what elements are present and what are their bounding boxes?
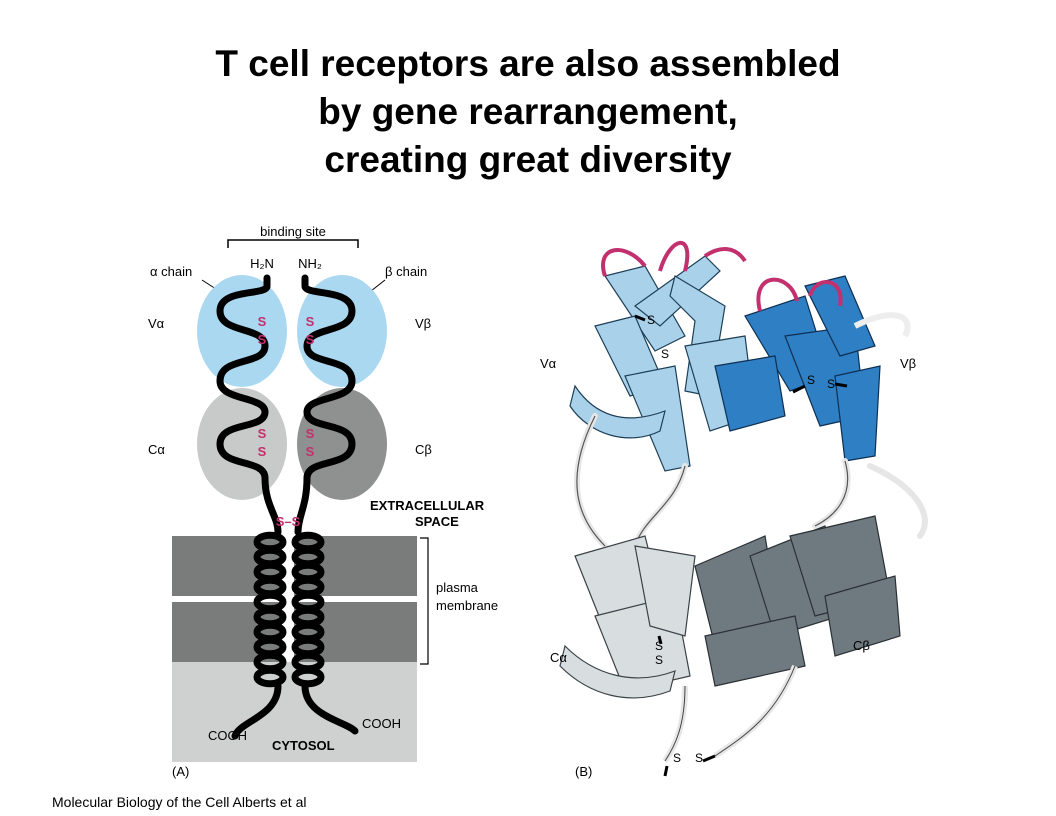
v-alpha-s-upper: S [258,314,267,329]
title-line-1: T cell receptors are also assembled [215,43,841,84]
c-beta-s-lower: S [306,444,315,459]
v-alpha-label: Vα [148,316,165,331]
cooh-right-label: COOH [362,716,401,731]
membrane-label: membrane [436,598,498,613]
v-alpha-s1: S [647,313,655,327]
beta-cytoplasmic-tail [301,682,359,735]
v-beta-s-upper: S [306,314,315,329]
plasma-label: plasma [436,580,479,595]
v-alpha-cdr-loops [601,240,747,277]
c-beta-s-upper: S [306,426,315,441]
tcr-schematic-svg: binding site H₂N NH₂ α chain β chain Vα … [148,224,498,779]
c-alpha-s2: S [655,653,663,667]
tail-s1: S [673,751,681,765]
v-beta-loop-white [853,312,911,338]
h2n-label: H₂N [250,256,274,271]
v-beta-ribbon [714,275,881,462]
binding-site-bracket [227,239,359,248]
c-alpha-domain [197,388,287,500]
alpha-chain-strand [216,274,282,536]
tcr-schematic-panel: binding site H₂N NH₂ α chain β chain Vα … [130,216,530,786]
c-beta-ribbon [694,515,901,687]
c-alpha-s1: S [655,639,663,653]
binding-site-label: binding site [260,224,326,239]
v-beta-cdr-loops [756,277,843,312]
ribbon-disulfides: S S S S S S S S [647,313,835,765]
linker-loops-outline [576,415,849,547]
tcr-ribbon-structure-panel: S S S S S S S S Vα Vβ Cα Cβ (B) [535,216,955,786]
c-beta-tail-outline [714,665,796,757]
v-beta-label: Vβ [415,316,431,331]
nh2-label: NH₂ [298,256,322,271]
panel-a-label: (A) [172,764,189,779]
cytosol-label: CYTOSOL [272,738,335,753]
tail-s2: S [695,751,703,765]
cooh-left-label: COOH [208,728,247,743]
interchain-disulfide: S–S [276,514,301,529]
membrane-bracket [420,537,429,665]
c-alpha-s-upper: S [258,426,267,441]
title-line-3: creating great diversity [324,139,732,180]
ribbon-c-alpha-label: Cα [550,650,567,665]
alpha-transmembrane-helix [253,531,287,688]
title-line-2: by gene rearrangement, [318,91,738,132]
beta-transmembrane-helix [291,531,325,688]
ribbon-v-beta-label: Vβ [900,356,916,371]
slide-title: T cell receptors are also assembled by g… [0,40,1056,184]
v-beta-s-lower: S [306,332,315,347]
c-alpha-tail-outline [664,685,686,762]
c-alpha-ribbon [559,535,696,699]
extracellular-label-line2: SPACE [415,514,459,529]
helix-turn [291,666,325,688]
ribbon-v-alpha-label: Vα [540,356,557,371]
helix-turn [253,666,287,688]
v-beta-s2: S [827,377,835,391]
alpha-chain-label: α chain [150,264,192,279]
panel-b-label: (B) [575,764,592,779]
v-alpha-s2: S [661,347,669,361]
alpha-cytoplasmic-tail [231,682,282,740]
ribbon-background [535,216,955,786]
extracellular-label-line1: EXTRACELLULAR [370,498,485,513]
tcr-ribbon-svg: S S S S S S S S Vα Vβ Cα Cβ (B) [535,216,955,786]
ribbon-disulfide-sticks [634,314,848,777]
c-beta-domain [297,388,387,500]
beta-chain-strand [294,274,356,536]
v-alpha-s-lower: S [258,332,267,347]
beta-chain-label: β chain [385,264,427,279]
v-beta-s1: S [807,373,815,387]
c-alpha-label: Cα [148,442,165,457]
c-beta-label: Cβ [415,442,432,457]
citation: Molecular Biology of the Cell Alberts et… [52,794,307,810]
ribbon-c-beta-label: Cβ [853,638,870,653]
c-alpha-s-lower: S [258,444,267,459]
